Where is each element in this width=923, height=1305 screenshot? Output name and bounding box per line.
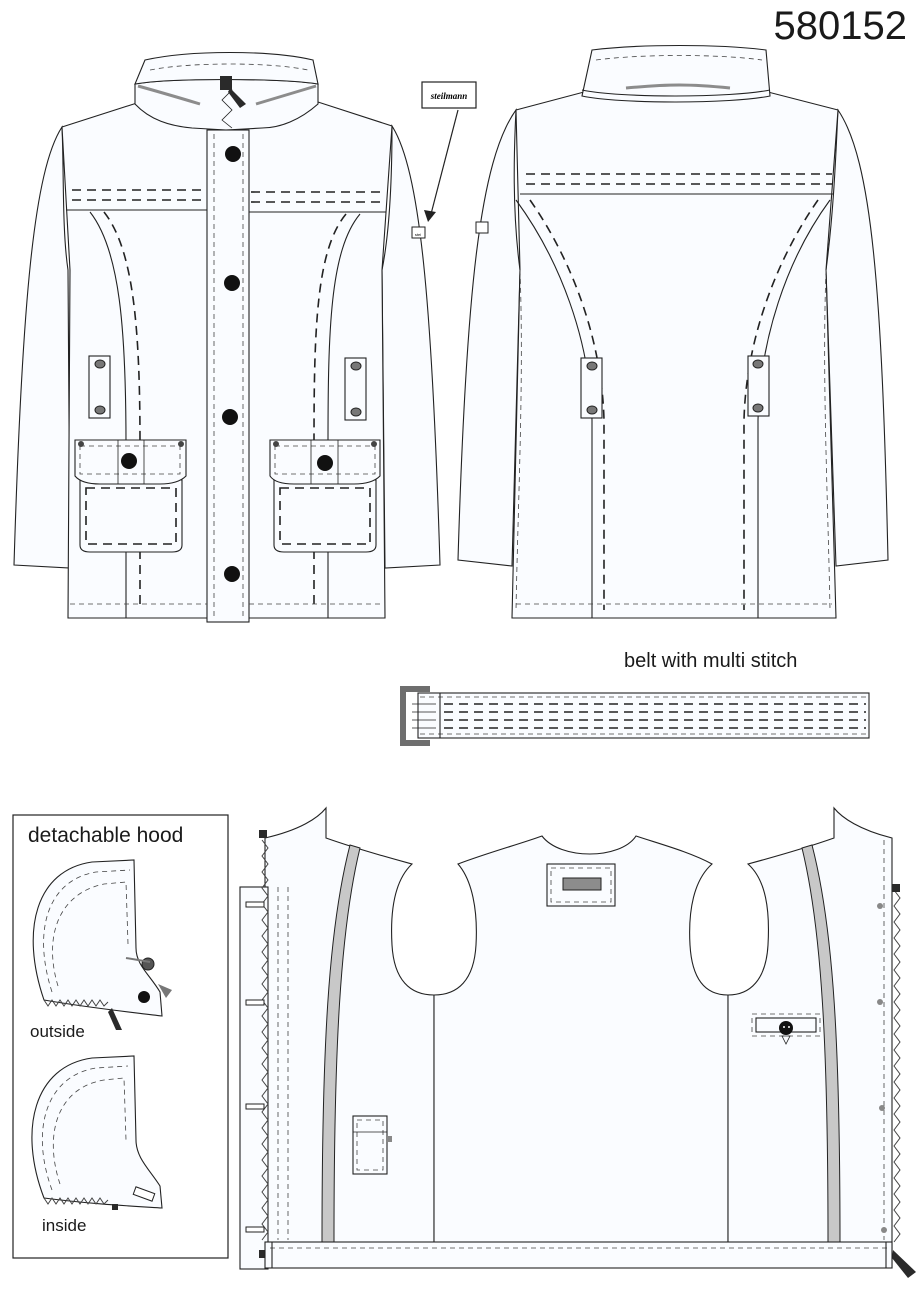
front-side-tab xyxy=(88,355,111,419)
inside-lining-view xyxy=(239,806,916,1278)
sleeve-label-text: stei xyxy=(415,232,421,237)
inner-small-pocket xyxy=(352,1115,388,1175)
front-left-pocket xyxy=(74,439,187,553)
front-collar-stand xyxy=(134,51,319,85)
hood-title: detachable hood xyxy=(28,824,184,847)
zipper-pull-icon xyxy=(892,1250,916,1278)
belt-drawing xyxy=(400,686,870,746)
back-side-tab xyxy=(747,355,770,417)
back-left-sleeve xyxy=(457,108,521,567)
back-body xyxy=(511,91,839,619)
zipper-pull-icon xyxy=(108,1008,122,1030)
front-side-tab xyxy=(344,357,367,421)
lining-hem-band xyxy=(264,1241,893,1269)
front-button xyxy=(224,566,240,582)
style-number: 580152 xyxy=(773,4,907,48)
lining-left-front xyxy=(264,806,435,1269)
front-view xyxy=(13,51,441,623)
zipper-pull-icon xyxy=(220,76,232,90)
front-button xyxy=(224,275,240,291)
belt-caption: belt with multi stitch xyxy=(624,650,798,672)
hood-inside-drawing xyxy=(31,1055,163,1210)
lining-back xyxy=(433,835,729,1269)
front-right-pocket xyxy=(269,439,381,553)
brand-label xyxy=(421,81,477,109)
brand-label-callout: steilmann stei xyxy=(415,81,477,237)
front-button xyxy=(222,409,238,425)
back-side-tab xyxy=(580,357,603,419)
hood-outside-label: outside xyxy=(30,1022,85,1041)
belt-strap xyxy=(417,692,870,739)
front-button xyxy=(225,146,241,162)
front-right-sleeve xyxy=(381,124,441,569)
front-left-sleeve xyxy=(13,125,71,569)
back-view xyxy=(457,44,889,619)
hood-inside-label: inside xyxy=(42,1216,87,1235)
brand-label-text: steilmann xyxy=(430,91,468,101)
lining-right-front xyxy=(727,806,893,1269)
hood-outside-drawing xyxy=(32,859,172,1030)
belt-buckle xyxy=(400,686,430,746)
back-right-sleeve xyxy=(825,108,889,567)
